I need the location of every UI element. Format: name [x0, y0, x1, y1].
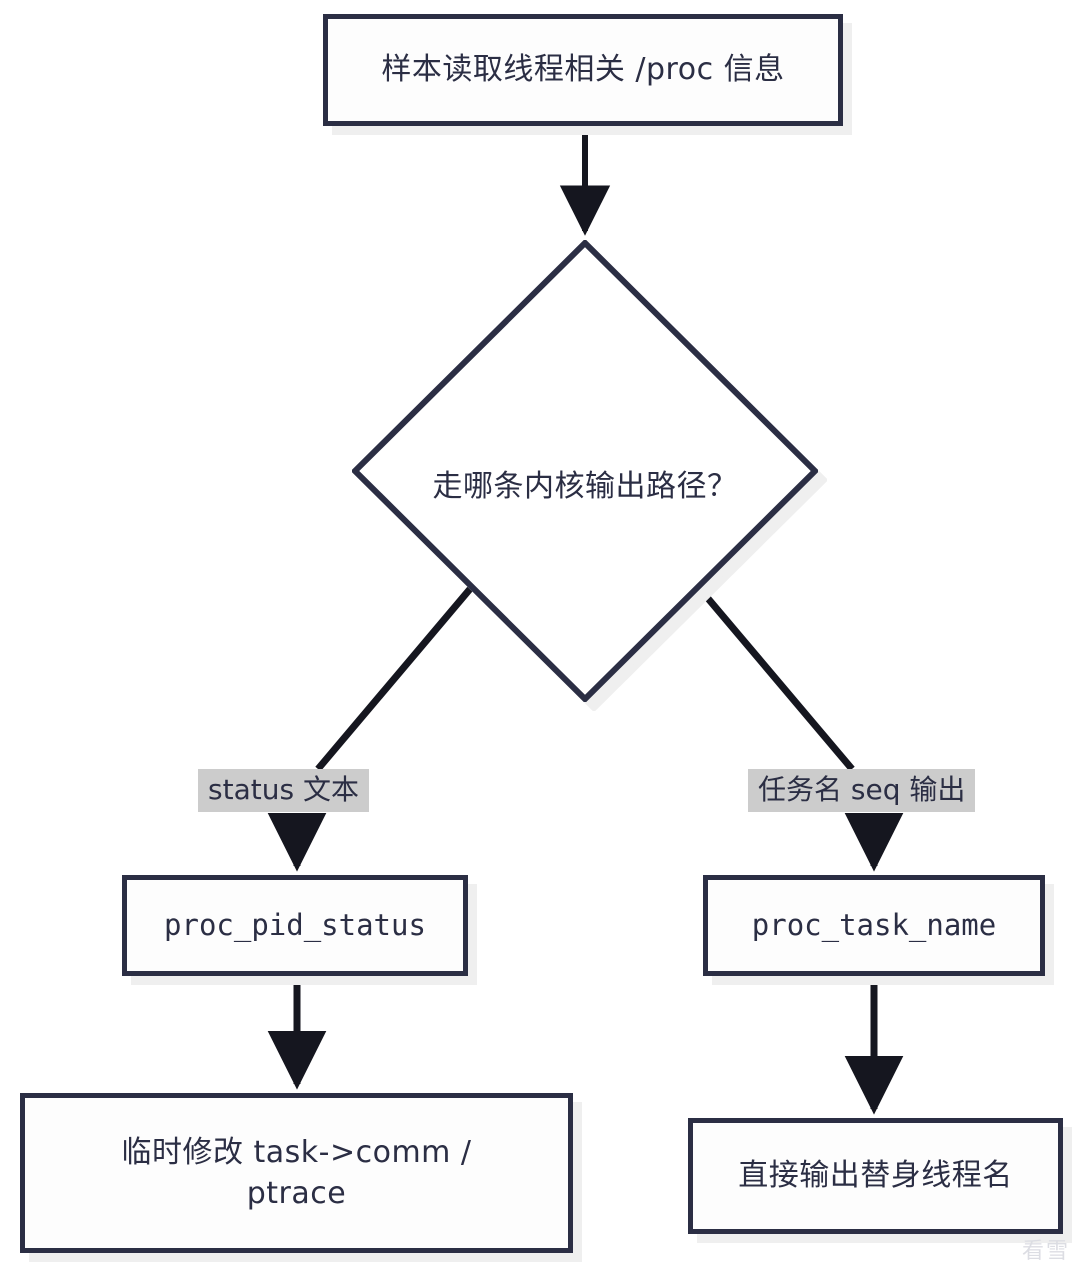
node-start-label: 样本读取线程相关 /proc 信息 — [381, 52, 785, 88]
node-decision-label: 走哪条内核输出路径？ — [432, 469, 738, 504]
diamond-outline — [352, 240, 818, 702]
node-decision-label-wrap: 走哪条内核输出路径？ — [352, 240, 818, 702]
node-decision[interactable]: 走哪条内核输出路径？ — [352, 240, 827, 711]
node-proc-pid-status-label: proc_pid_status — [164, 908, 426, 943]
node-direct-output-thread-name[interactable]: 直接输出替身线程名 — [688, 1118, 1063, 1234]
edge-label-task-seq-output: 任务名 seq 输出 — [748, 769, 976, 812]
node-direct-output-thread-name-label: 直接输出替身线程名 — [738, 1158, 1013, 1194]
node-start[interactable]: 样本读取线程相关 /proc 信息 — [323, 14, 843, 126]
node-proc-task-name[interactable]: proc_task_name — [703, 875, 1045, 976]
node-proc-task-name-label: proc_task_name — [751, 908, 997, 943]
edge-label-status-text: status 文本 — [198, 769, 369, 812]
node-proc-pid-status[interactable]: proc_pid_status — [122, 875, 468, 976]
node-temp-modify-task-comm[interactable]: 临时修改 task->comm / ptrace — [20, 1093, 573, 1253]
node-temp-modify-task-comm-label: 临时修改 task->comm / ptrace — [121, 1134, 472, 1211]
watermark: 看雪 — [1021, 1239, 1070, 1264]
